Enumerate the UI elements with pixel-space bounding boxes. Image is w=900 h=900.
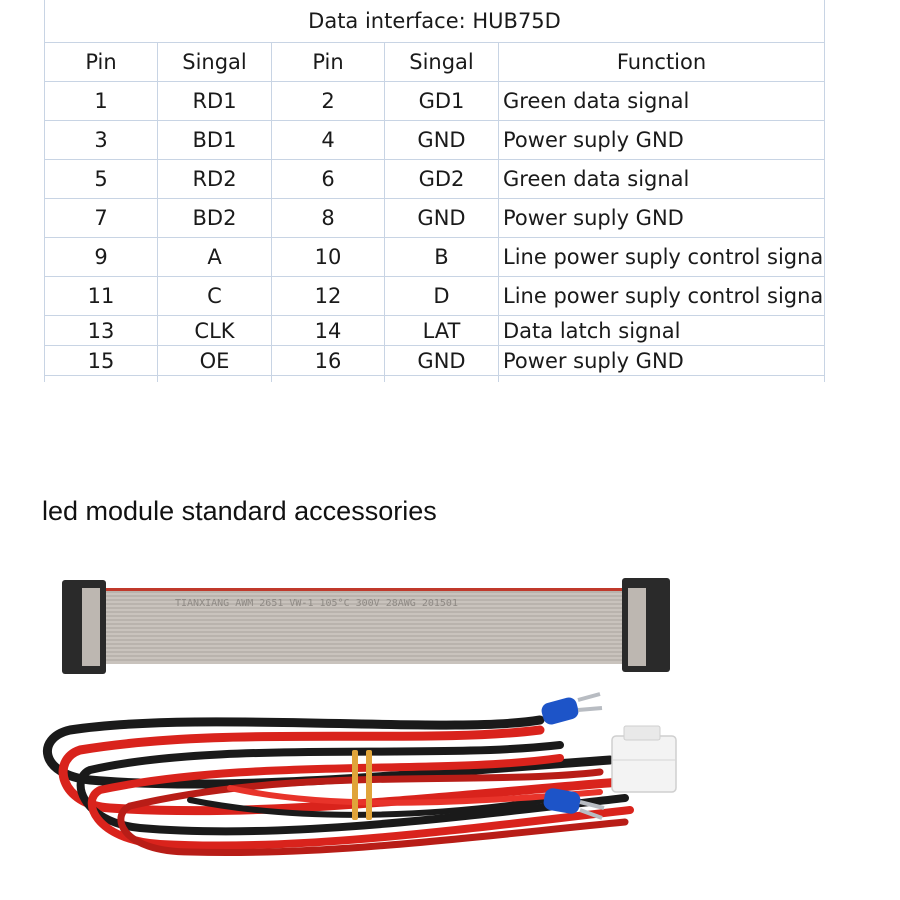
header-pin-a: Pin — [44, 42, 158, 82]
spade-terminal-top — [541, 692, 603, 725]
signal-b-cell: B — [384, 237, 499, 277]
table-header-row: Pin Singal Pin Singal Function — [44, 42, 826, 82]
table-row: 13 CLK 14 LAT Data latch signal — [44, 315, 826, 346]
pin-a-cell: 13 — [44, 315, 158, 346]
table-row: 9 A 10 B Line power suply control signal — [44, 237, 826, 277]
function-cell: Data latch signal — [497, 315, 826, 346]
table-row: 15 OE 16 GND Power suply GND — [44, 345, 826, 376]
power-cable-harness — [42, 715, 634, 857]
signal-a-cell: A — [157, 237, 272, 277]
function-cell: Power suply GND — [497, 345, 826, 376]
signal-a-cell: C — [157, 276, 272, 316]
cable-tie — [352, 750, 372, 820]
table-row: 11 C 12 D Line power suply control signa… — [44, 276, 826, 316]
signal-b-cell: GND — [384, 120, 499, 160]
pin-a-cell: 1 — [44, 81, 158, 121]
header-signal-b: Singal — [384, 42, 499, 82]
table-row: 3 BD1 4 GND Power suply GND — [44, 120, 826, 160]
signal-a-cell: BD1 — [157, 120, 272, 160]
spade-terminal-bottom — [543, 788, 605, 820]
pin-b-cell: 8 — [271, 198, 385, 238]
function-cell: Green data signal — [497, 159, 826, 199]
signal-a-cell: RD1 — [157, 81, 272, 121]
signal-a-cell: OE — [157, 345, 272, 376]
function-cell: Green data signal — [497, 81, 826, 121]
signal-b-cell: GD1 — [384, 81, 499, 121]
ribbon-cable: TIANXIANG AWM 2651 VW-1 105°C 300V 28AWG… — [100, 588, 630, 664]
signal-a-cell: BD2 — [157, 198, 272, 238]
pin-b-cell: 12 — [271, 276, 385, 316]
signal-b-cell: D — [384, 276, 499, 316]
pin-a-cell: 5 — [44, 159, 158, 199]
header-signal-a: Singal — [157, 42, 272, 82]
pin-table-container: Data interface: HUB75D Pin Singal Pin Si… — [43, 0, 826, 382]
pin-b-cell: 6 — [271, 159, 385, 199]
function-cell: Power suply GND — [497, 120, 826, 160]
accessories-heading: led module standard accessories — [42, 496, 437, 526]
pin-a-cell: 15 — [44, 345, 158, 376]
pin-b-cell: 14 — [271, 315, 385, 346]
pin-a-cell: 3 — [44, 120, 158, 160]
header-function: Function — [497, 42, 826, 82]
ribbon-connector-right — [622, 578, 670, 672]
table-row: 5 RD2 6 GD2 Green data signal — [44, 159, 826, 199]
table-row: 7 BD2 8 GND Power suply GND — [44, 198, 826, 238]
accessories-photo: TIANXIANG AWM 2651 VW-1 105°C 300V 28AWG… — [42, 578, 677, 857]
table-tail-row — [44, 375, 826, 382]
signal-b-cell: GD2 — [384, 159, 499, 199]
pin-a-cell: 7 — [44, 198, 158, 238]
pin-a-cell: 9 — [44, 237, 158, 277]
white-plug-connector — [611, 725, 677, 793]
pin-b-cell: 4 — [271, 120, 385, 160]
signal-a-cell: CLK — [157, 315, 272, 346]
function-cell: Power suply GND — [497, 198, 826, 238]
table-title: Data interface: HUB75D — [43, 0, 826, 43]
signal-b-cell: GND — [384, 198, 499, 238]
signal-b-cell: GND — [384, 345, 499, 376]
signal-a-cell: RD2 — [157, 159, 272, 199]
ribbon-cable-print: TIANXIANG AWM 2651 VW-1 105°C 300V 28AWG… — [175, 598, 458, 609]
pin-b-cell: 2 — [271, 81, 385, 121]
signal-b-cell: LAT — [384, 315, 499, 346]
pin-a-cell: 11 — [44, 276, 158, 316]
function-cell: Line power suply control signal — [497, 237, 826, 277]
pin-b-cell: 16 — [271, 345, 385, 376]
hub75d-pin-table: Data interface: HUB75D Pin Singal Pin Si… — [43, 0, 826, 382]
function-cell: Line power suply control signal — [497, 276, 826, 316]
pin-b-cell: 10 — [271, 237, 385, 277]
ribbon-connector-left — [62, 580, 106, 674]
table-row: 1 RD1 2 GD1 Green data signal — [44, 81, 826, 121]
header-pin-b: Pin — [271, 42, 385, 82]
